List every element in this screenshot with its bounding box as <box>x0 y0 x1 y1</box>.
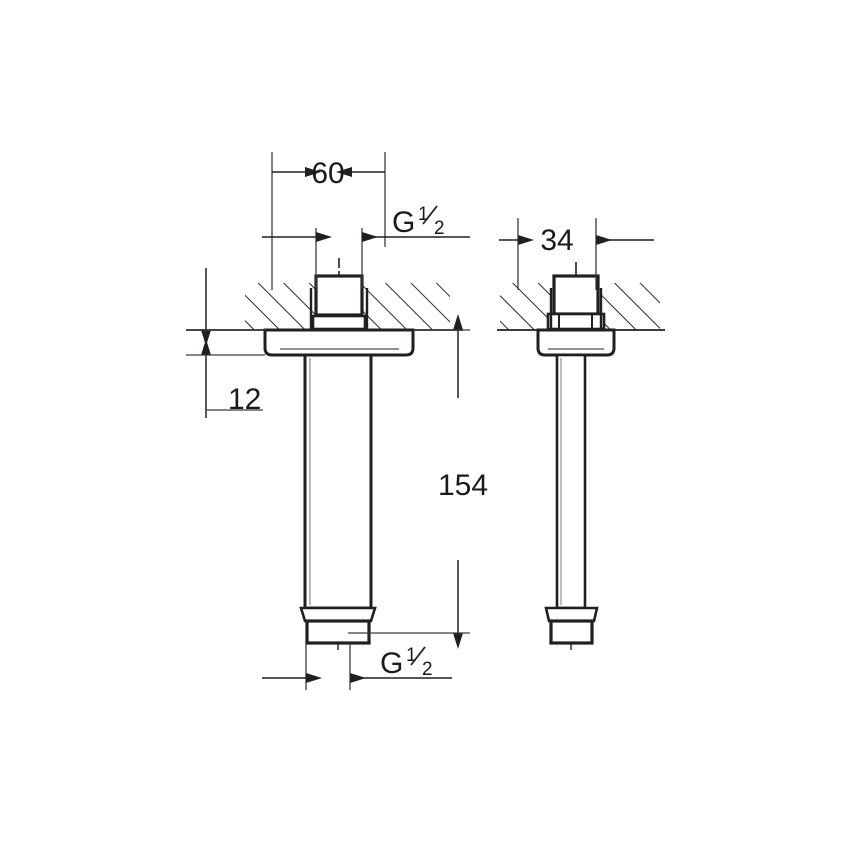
front-view <box>186 258 463 650</box>
inlet-fitting-front <box>309 258 369 331</box>
dimension-label-60: 60 <box>311 157 344 190</box>
ceiling-hatch-side <box>500 283 660 330</box>
thread-label-top-slash <box>422 205 438 225</box>
outlet-thread-side <box>544 606 599 650</box>
thread-label-top-denominator: 2 <box>434 218 445 239</box>
escutcheon-flange-side <box>536 328 616 357</box>
dimension-width-60: 60 <box>271 152 386 290</box>
dimension-width-34: 34 <box>499 218 654 290</box>
inlet-fitting-side <box>546 262 606 331</box>
thread-label-bottom-denominator: 2 <box>422 659 433 680</box>
thread-label-bottom-slash <box>410 646 426 666</box>
tube-front <box>303 353 373 610</box>
dimension-label-12: 12 <box>228 383 261 416</box>
ceiling-hatch-front <box>245 283 450 330</box>
side-view <box>497 262 665 650</box>
tube-side <box>555 353 587 610</box>
escutcheon-flange-front <box>263 328 415 357</box>
outlet-thread-front <box>299 606 377 650</box>
dimension-length-154: 154 <box>348 314 488 649</box>
thread-label-bottom-letter: G <box>380 647 403 680</box>
thread-label-top-letter: G <box>392 206 415 239</box>
thread-callout-top: G 1 2 <box>262 204 470 288</box>
dimension-label-34: 34 <box>540 224 573 257</box>
thread-label-bottom-numerator: 1 <box>406 645 417 666</box>
dimension-thickness-12: 12 <box>186 268 265 418</box>
thread-label-top-numerator: 1 <box>418 204 429 225</box>
thread-callout-bottom: G 1 2 <box>262 643 452 690</box>
dimension-label-154: 154 <box>438 469 488 502</box>
